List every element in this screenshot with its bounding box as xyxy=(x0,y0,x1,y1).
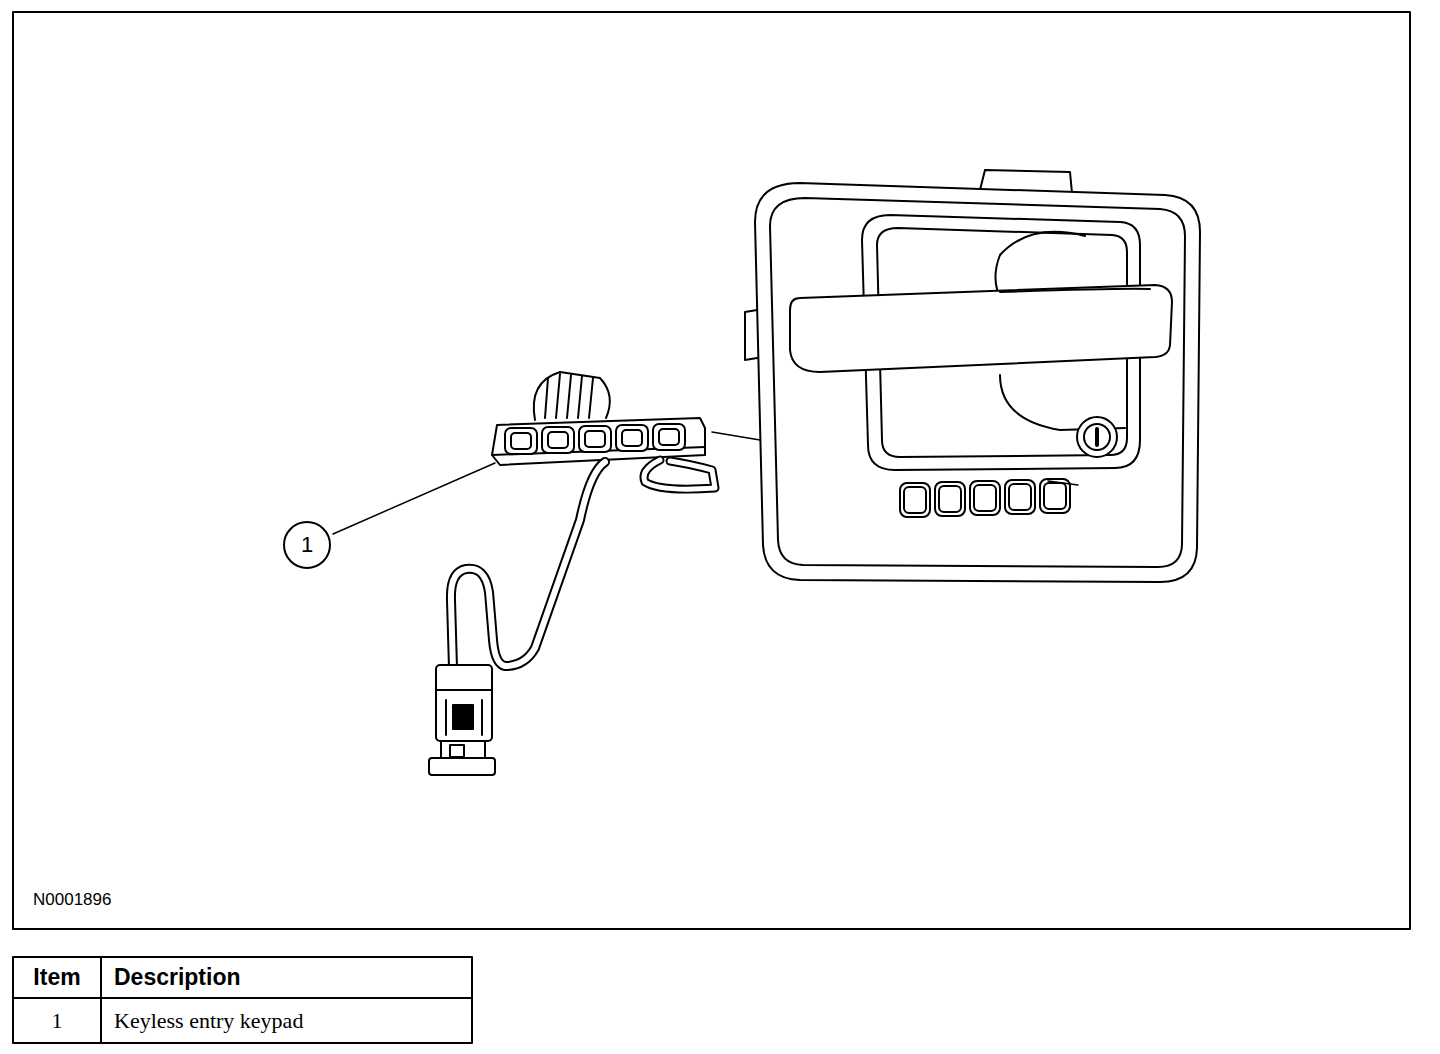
keypad-part xyxy=(492,372,760,465)
table-header: Item xyxy=(13,957,101,998)
table-header: Description xyxy=(114,957,464,998)
callout-circle: 1 xyxy=(283,521,331,569)
keypad-cable xyxy=(451,460,715,668)
table-cell: 1 xyxy=(13,998,101,1043)
figure-frame xyxy=(13,12,1410,929)
table-cell: Keyless entry keypad xyxy=(114,998,469,1043)
wire-connector xyxy=(429,665,495,775)
door-handle xyxy=(745,170,1200,582)
figure-code: N0001896 xyxy=(33,888,193,912)
table-grid xyxy=(13,957,472,1043)
callout-number: 1 xyxy=(301,532,313,558)
leader-line xyxy=(333,463,495,534)
